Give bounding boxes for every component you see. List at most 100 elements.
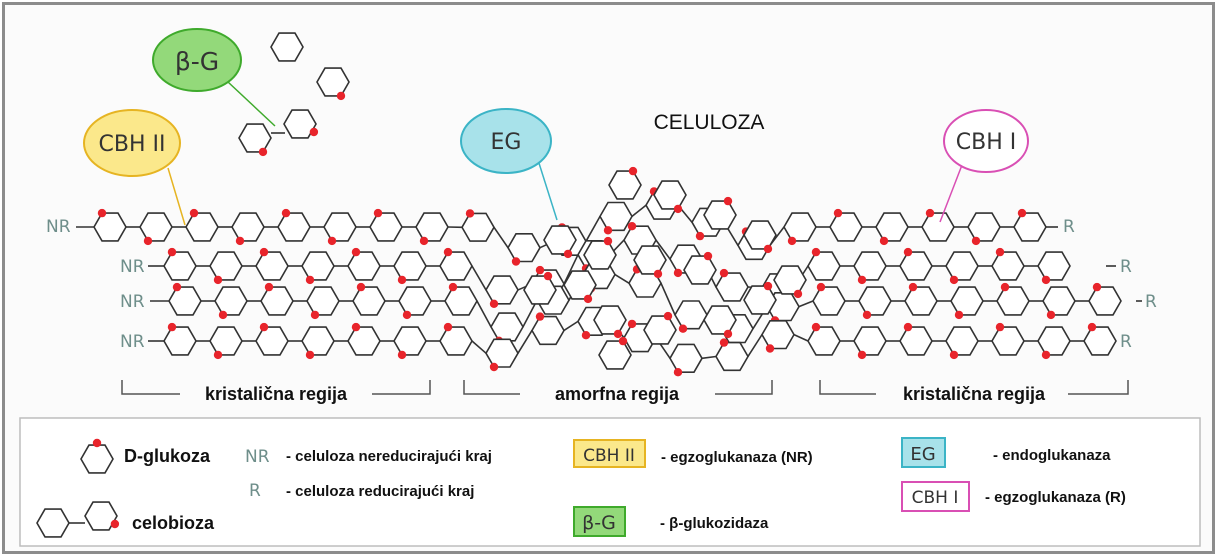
r-label-row4: R [1120, 332, 1132, 352]
oxygen-dot [172, 282, 182, 292]
glycosidic-bond [793, 333, 809, 342]
oxygen-dot [110, 519, 120, 529]
glucose-unit [209, 326, 243, 360]
oxygen-dot [719, 268, 729, 278]
oxygen-dot [949, 275, 959, 285]
glucose-unit [507, 233, 541, 266]
oxygen-dot [143, 236, 153, 246]
oxygen-dot [218, 310, 228, 320]
glucose-unit [369, 208, 403, 242]
oxygen-dot [336, 91, 346, 101]
free-sugar-molecules [238, 32, 350, 157]
oxygen-dot [627, 222, 637, 231]
glucose-unit [643, 311, 677, 345]
glycosidic-bond [471, 340, 487, 354]
oxygen-dot [543, 271, 553, 281]
glycosidic-bond [563, 254, 579, 285]
legend-cbh2-abbr: CBH II [583, 446, 635, 466]
nr-label-row3: NR [120, 292, 145, 312]
legend-sugar-icons [36, 438, 120, 538]
oxygen-dot [92, 438, 102, 448]
glucose-unit [393, 326, 427, 360]
glucose-unit [543, 225, 577, 259]
glucose-unit [439, 322, 473, 356]
oxygen-dot [995, 322, 1005, 332]
glycosidic-bond [563, 320, 579, 332]
free-cellobiose-unit [238, 123, 272, 157]
oxygen-dot [723, 196, 733, 206]
oxygen-dot [995, 247, 1005, 257]
glucose-unit [323, 212, 357, 246]
glucose-unit [715, 338, 749, 372]
oxygen-dot [309, 127, 319, 137]
glucose-unit [347, 247, 381, 281]
oxygen-dot [281, 208, 291, 218]
glucose-unit [439, 247, 473, 281]
glucose-unit [1037, 326, 1071, 360]
oxygen-dot [489, 362, 499, 372]
enzyme-pointers [167, 81, 963, 226]
oxygen-dot [1046, 310, 1056, 320]
oxygen-dot [678, 324, 688, 333]
legend-bg-desc: - β-glukozidaza [660, 515, 769, 532]
oxygen-dot [351, 247, 361, 257]
glucose-unit [444, 282, 478, 316]
cbh2-enzyme-balloon: CBH II [83, 109, 181, 177]
glucose-unit [950, 286, 984, 320]
glucose-unit [991, 322, 1025, 356]
glucose-unit [715, 268, 749, 302]
left-region-bracket-a [121, 380, 180, 395]
glycosidic-bond [476, 300, 492, 328]
oxygen-dot [857, 350, 867, 360]
glucose-unit [168, 282, 202, 316]
left-region-bracket-b [372, 380, 431, 395]
oxygen-dot [903, 247, 913, 257]
oxygen-dot [857, 275, 867, 285]
glucose-unit [277, 208, 311, 242]
cellobiose-legend-icon [84, 501, 120, 531]
oxygen-dot [653, 269, 663, 279]
glycosidic-bond [660, 282, 676, 316]
legend-eg-swatch [901, 437, 946, 468]
glucose-unit [1037, 251, 1071, 285]
glucose-unit [163, 322, 197, 356]
oxygen-dot [373, 208, 383, 218]
glucose-unit [783, 212, 817, 246]
bg-pointer-line [227, 81, 276, 127]
region-brackets [121, 380, 1129, 395]
glucose-unit [398, 286, 432, 320]
glucose-unit [598, 336, 632, 370]
oxygen-dot [879, 236, 889, 246]
oxygen-dot [787, 236, 797, 246]
glucose-legend-icon [80, 438, 114, 474]
glucose-unit [853, 251, 887, 285]
r-label-row3: R [1145, 292, 1157, 312]
legend-nr-desc: - celuloza nereducirajući kraj [286, 448, 492, 465]
oxygen-dot [397, 275, 407, 285]
oxygen-dot [465, 209, 475, 218]
glucose-unit [593, 305, 627, 339]
glucose-unit [531, 312, 565, 346]
r-label-row1: R [1063, 217, 1075, 237]
oxygen-dot [811, 247, 821, 257]
legend-cbh2-desc: - egzoglukanaza (NR) [661, 449, 813, 466]
oxygen-dot [167, 322, 177, 332]
glycosidic-bond [471, 265, 487, 291]
oxygen-dot [259, 322, 269, 332]
glucose-unit [761, 319, 795, 353]
legend-cbh2-swatch [573, 439, 646, 468]
cbh2-pointer-line [167, 167, 186, 226]
glycosidic-bond [585, 216, 601, 242]
glucose-unit [829, 208, 863, 242]
oxygen-dot [603, 226, 613, 235]
glucose-unit [899, 322, 933, 356]
glucose-unit [347, 322, 381, 356]
glucose-unit [853, 326, 887, 360]
oxygen-dot [925, 208, 935, 218]
oxygen-dot [356, 282, 366, 292]
glucose-unit [703, 196, 737, 230]
oxygen-dot [1041, 350, 1051, 360]
bg-enzyme-label: β-G [175, 47, 219, 76]
eg-enzyme-balloon: EG [460, 108, 552, 174]
legend-cbh1-desc: - egzoglukanaza (R) [985, 489, 1126, 506]
